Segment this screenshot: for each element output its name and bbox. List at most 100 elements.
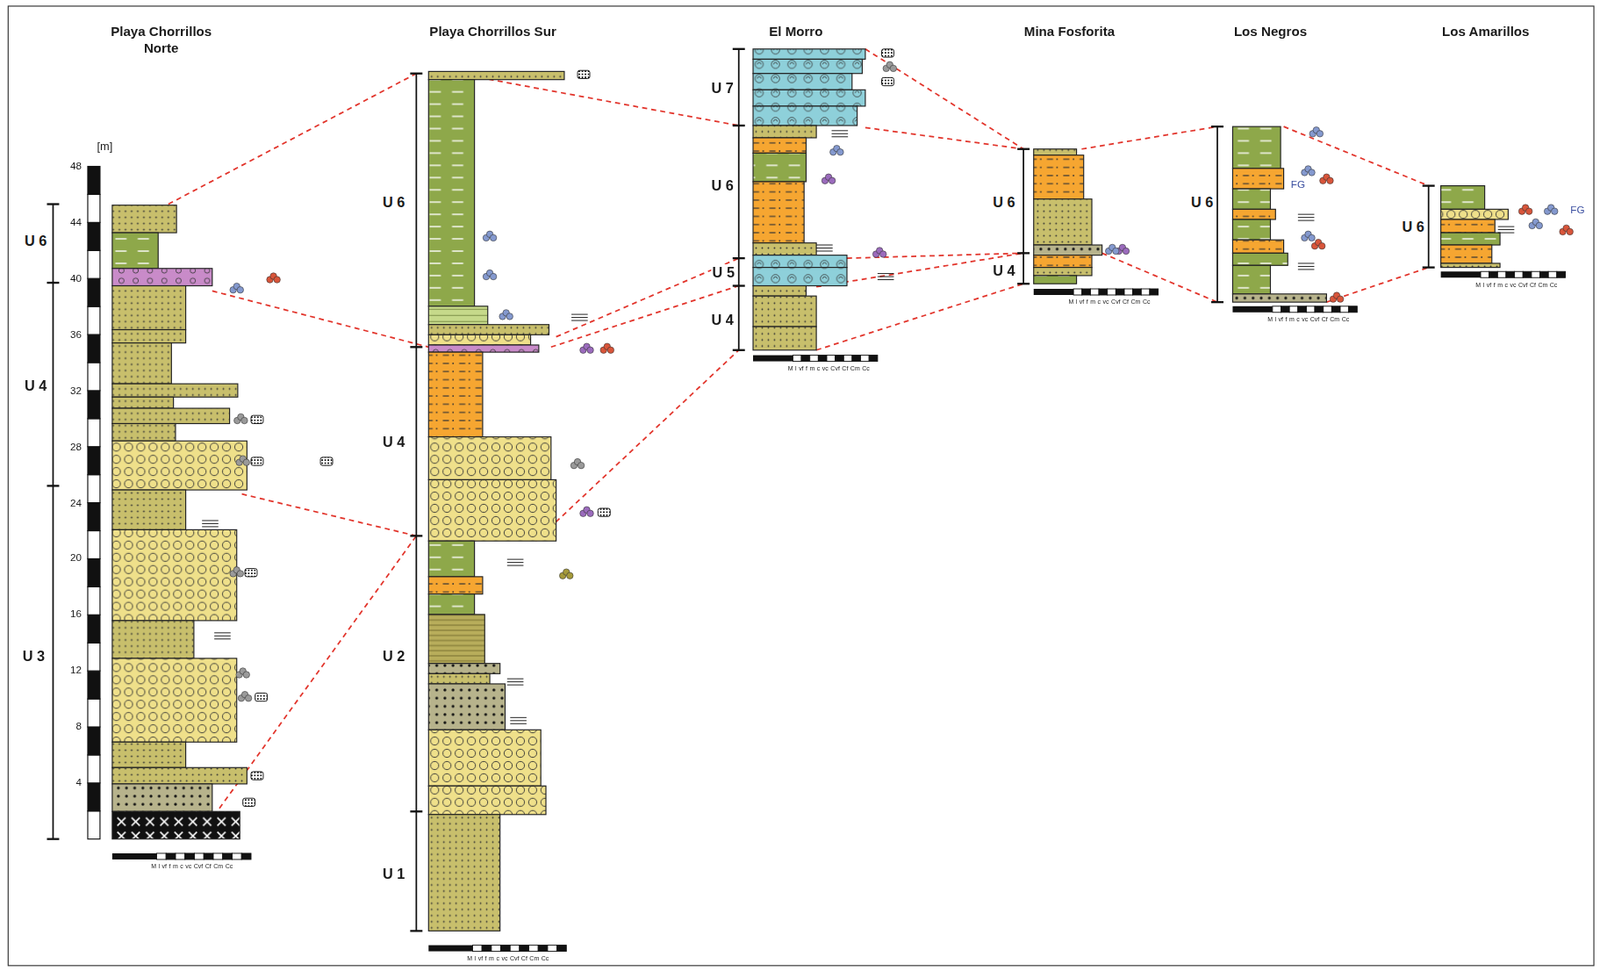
bed <box>1232 294 1327 302</box>
bracket-tick <box>732 257 746 259</box>
bed <box>112 383 238 397</box>
bed <box>1232 219 1270 240</box>
grain-size-scale: M l vf f m c vc Cvf Cf Cm Cc <box>1267 315 1349 323</box>
shell-cluster <box>1559 224 1574 236</box>
bed <box>1033 275 1077 284</box>
grain-size-scale: M l vf f m c vc Cvf Cf Cm Cc <box>1475 281 1557 289</box>
bracket-tick <box>1017 148 1030 151</box>
bed <box>1033 244 1103 256</box>
shell <box>236 286 244 293</box>
bed <box>112 810 240 839</box>
bed <box>753 255 847 268</box>
bed <box>428 814 500 932</box>
figure-frame <box>7 6 1594 966</box>
bracket-tick <box>1017 282 1030 285</box>
bar-solid <box>753 355 793 362</box>
shell-cluster <box>1301 230 1316 242</box>
bed <box>112 268 213 287</box>
bed <box>1232 126 1281 169</box>
scale-segment <box>87 782 101 811</box>
column-title: El Morro <box>726 22 865 41</box>
axis-tick-label: 12 <box>55 664 82 677</box>
bed <box>753 106 858 126</box>
bracket-tick <box>409 810 423 812</box>
bar-cell <box>1124 288 1134 295</box>
bracket-tick <box>732 124 746 127</box>
unit-label: U 6 <box>381 193 407 211</box>
mesh-symbol <box>243 797 256 806</box>
correlation-line <box>219 535 417 808</box>
metre-scale <box>87 166 101 840</box>
bar-cell <box>1107 288 1117 295</box>
shell <box>837 149 844 156</box>
bar-cell <box>792 355 802 362</box>
shell <box>1122 247 1129 254</box>
scale-segment <box>87 362 101 391</box>
shell <box>243 459 250 466</box>
bed <box>112 423 176 441</box>
axis-tick-label: 8 <box>55 720 82 733</box>
correlation-line <box>535 350 739 541</box>
lamination-mark <box>1498 232 1515 234</box>
lamination-mark <box>201 519 219 521</box>
bar-cell <box>1531 271 1541 278</box>
facies-code: FG <box>1570 204 1585 217</box>
axis-tick-label: 16 <box>55 608 82 621</box>
shell <box>1535 222 1543 229</box>
axis-tick-label: 36 <box>55 328 82 341</box>
shell <box>1327 177 1334 184</box>
bed <box>1441 208 1509 220</box>
lamination-mark <box>877 276 895 278</box>
bed <box>112 767 247 784</box>
shell-cluster <box>1528 218 1543 230</box>
bar-cell <box>509 945 520 952</box>
grain-size-bar <box>753 355 878 362</box>
bed <box>753 125 817 138</box>
unit-bracket <box>409 73 423 932</box>
bed <box>428 785 546 815</box>
bar-cell <box>801 355 811 362</box>
bed <box>428 479 556 541</box>
scale-segment <box>87 698 101 727</box>
bed <box>112 489 187 530</box>
shell <box>489 272 496 280</box>
unit-label: U 6 <box>23 232 49 250</box>
mesh-symbol <box>251 415 264 424</box>
bracket-tick <box>732 284 746 287</box>
unit-label: U 4 <box>991 262 1017 280</box>
bed <box>753 49 866 60</box>
bar-cell <box>185 853 195 860</box>
bed <box>753 137 806 153</box>
unit-label: U 7 <box>710 79 735 97</box>
correlation-line <box>865 49 1024 150</box>
scale-segment <box>87 418 101 447</box>
bed <box>753 286 806 297</box>
shell-cluster <box>1329 292 1344 303</box>
grain-size-scale: M l vf f m c vc Cvf Cf Cm Cc <box>150 863 233 871</box>
shell-cluster <box>559 568 574 580</box>
bed <box>753 181 804 244</box>
unit-label: U 3 <box>21 647 47 665</box>
shell-cluster <box>1104 243 1120 255</box>
bed <box>428 614 485 664</box>
bed <box>1232 188 1270 209</box>
axis-tick-label: 48 <box>55 160 82 173</box>
grain-size-bar <box>1441 271 1566 278</box>
shell <box>506 313 513 320</box>
shell-cluster <box>229 566 244 578</box>
shell <box>1551 208 1558 215</box>
grain-size-bar <box>112 853 252 860</box>
correlation-line <box>1326 267 1428 303</box>
bar-cell <box>519 945 530 952</box>
bar-cell <box>1272 306 1282 313</box>
bed <box>112 232 158 269</box>
shell <box>889 64 897 72</box>
shell-cluster <box>830 144 845 156</box>
bar-cell <box>1548 271 1557 278</box>
mesh-symbol <box>251 771 264 780</box>
correlation-line <box>168 73 417 205</box>
bar-cell <box>1140 288 1150 295</box>
bar-cell <box>1522 271 1532 278</box>
